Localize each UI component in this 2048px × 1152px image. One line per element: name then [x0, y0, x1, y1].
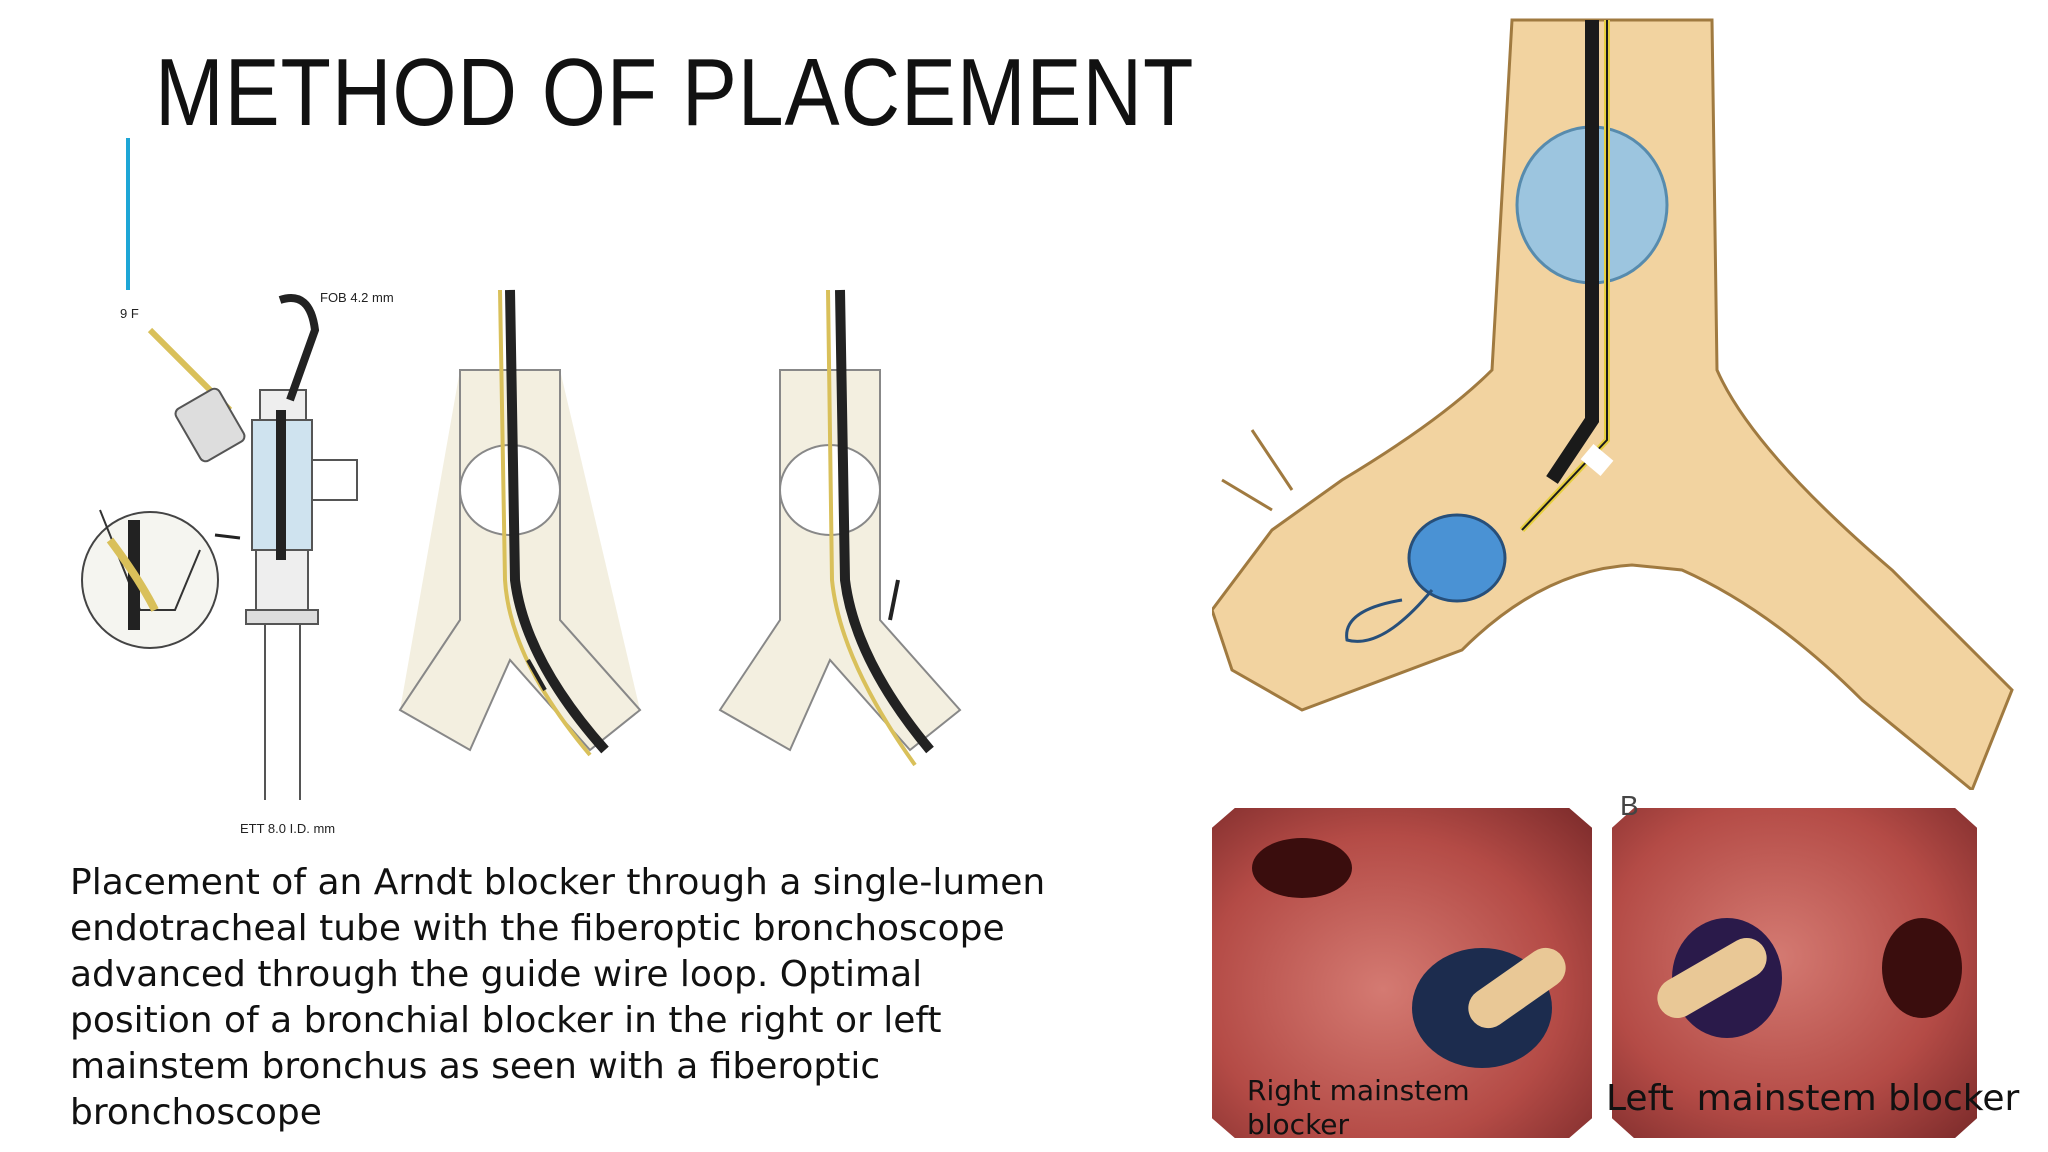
- right-mainstem-label: Right mainstem blocker: [1247, 1074, 1470, 1141]
- bronchial-balloon: [1407, 513, 1507, 603]
- slide-caption: Placement of an Arndt blocker through a …: [70, 862, 1046, 1133]
- airway-diagram: [1212, 18, 2014, 790]
- left-mainstem-label: Left mainstem blocker: [1606, 1078, 2020, 1119]
- label-ett: ETT 8.0 I.D. mm: [240, 821, 335, 836]
- placement-illustration: 9 F FOB 4.2 mm ETT 8.0 I.D. mm: [81, 289, 962, 836]
- inset-magnifier: [81, 509, 219, 649]
- trachea-drawing-1: [398, 289, 642, 757]
- label-9f: 9 F: [120, 306, 139, 321]
- slide-title: METHOD OF PLACEMENT: [155, 39, 1195, 146]
- adapter-connector: [147, 294, 358, 800]
- title-accent-bar: [126, 138, 130, 290]
- panel-letter-b: B: [1620, 790, 1639, 821]
- bronchoscopy-photo-left: [1612, 808, 1977, 1138]
- trachea-drawing-2: [718, 289, 962, 767]
- label-fob: FOB 4.2 mm: [320, 290, 394, 305]
- bronchoscopy-photo-right: [1212, 808, 1592, 1138]
- airway-shape: [1212, 18, 2014, 790]
